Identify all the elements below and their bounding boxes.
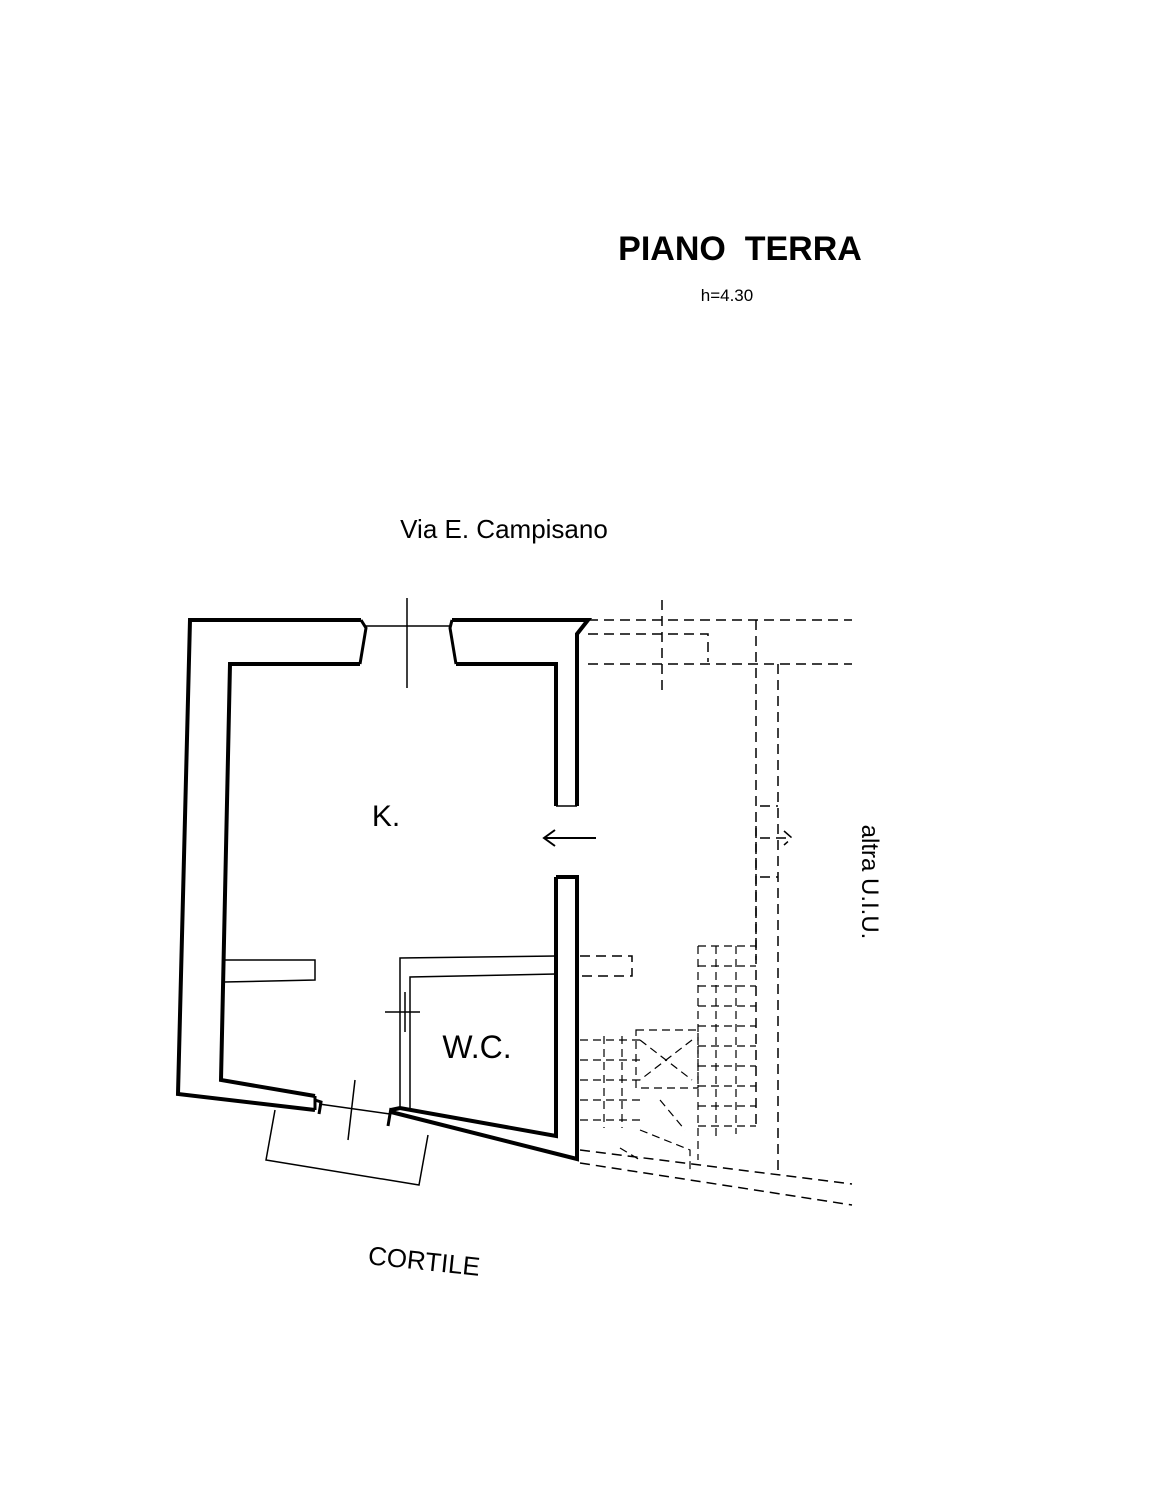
south-door — [265, 1079, 429, 1186]
south-door-jambs — [313, 1096, 393, 1127]
south-door-mark — [318, 1079, 391, 1141]
wc-partition — [399, 955, 557, 1108]
room-label-wc: W.C. — [442, 1029, 511, 1065]
wc-door-mark — [385, 992, 420, 1032]
north-door-mark — [366, 598, 450, 688]
plan-title: PIANO TERRA — [618, 230, 862, 268]
entrance-step — [265, 1109, 429, 1186]
courtyard-label: CORTILE — [367, 1240, 482, 1282]
north-door-jambs — [358, 619, 458, 665]
inner-wall-outline — [218, 662, 558, 1139]
outer-wall-outline — [175, 618, 593, 1162]
adjacent-stair — [580, 945, 756, 1172]
other-unit-label: altra U.I.U. — [856, 825, 883, 940]
east-opening — [556, 805, 577, 878]
entrance-arrow-icon — [542, 829, 596, 847]
exterior-walls — [175, 598, 593, 1162]
ceiling-height-label: h=4.30 — [701, 286, 753, 305]
west-partition — [223, 959, 316, 983]
interior-partitions — [223, 955, 557, 1108]
adjacent-unit-outline — [579, 600, 853, 1206]
room-label-kitchen: K. — [372, 800, 400, 833]
street-name-label: Via E. Campisano — [400, 514, 608, 544]
